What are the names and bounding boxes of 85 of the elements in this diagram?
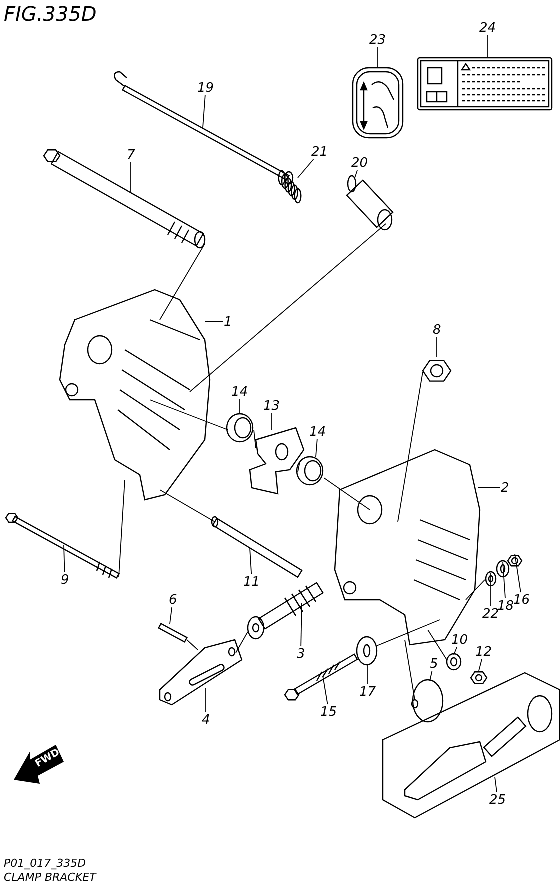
figure-title: FIG.335D — [4, 4, 97, 24]
assembly-line — [298, 462, 300, 472]
callout-number: 25 — [490, 794, 506, 806]
assembly-line — [404, 640, 416, 700]
clamp-bracket-drawing — [59, 289, 211, 501]
assembly-line — [150, 400, 228, 430]
leader-line — [64, 544, 66, 573]
hook-rod-drawing — [114, 71, 294, 185]
bushing-drawing — [226, 413, 254, 443]
assembly-line — [186, 640, 198, 650]
assembly-line — [466, 580, 486, 600]
callout-number: 3 — [297, 648, 306, 660]
rod-drawing — [211, 516, 303, 578]
assembly-line — [160, 244, 206, 320]
leader-line — [354, 170, 358, 178]
bushing-drawing — [296, 456, 324, 486]
callout-number: 23 — [370, 34, 386, 46]
assembly-line — [190, 224, 386, 392]
warning-sticker-drawing — [352, 67, 404, 139]
leader-line — [322, 676, 328, 705]
leader-line — [298, 159, 314, 178]
callout-number: 22 — [482, 608, 500, 620]
drawing-code: P01_017_335D — [4, 858, 86, 869]
callout-number: 7 — [127, 148, 136, 162]
callout-number: 6 — [169, 594, 178, 606]
callout-number: 1 — [224, 316, 232, 328]
callout-number: 14 — [310, 426, 326, 438]
leader-line — [202, 95, 206, 128]
callout-number: 21 — [312, 146, 328, 158]
callout-number: 24 — [480, 22, 496, 34]
callout-number: 14 — [232, 386, 248, 398]
assembly-line — [160, 490, 216, 522]
callout-number: 18 — [498, 600, 514, 612]
clamp-bracket-drawing — [334, 449, 481, 646]
adjuster-lever-drawing — [159, 639, 243, 706]
callout-number: 16 — [514, 594, 530, 606]
callout-number: 4 — [202, 714, 210, 726]
caution-label-drawing — [417, 57, 553, 111]
callout-number: 2 — [501, 482, 510, 494]
leader-line — [514, 554, 522, 593]
leader-line — [490, 572, 492, 607]
nut-drawing — [470, 672, 488, 684]
washer-drawing — [446, 653, 462, 671]
leader-line — [300, 602, 302, 647]
assembly-line — [324, 478, 370, 510]
spring-drawing — [278, 170, 302, 204]
leader-line — [502, 562, 506, 599]
leader-line — [250, 548, 252, 575]
assembly-line — [428, 630, 448, 660]
washer-drawing — [496, 560, 510, 578]
assembly-line — [118, 480, 126, 578]
assembly-line — [254, 430, 256, 448]
callout-number: 15 — [320, 706, 338, 718]
callout-number: 17 — [360, 686, 376, 698]
hex-nut-drawing — [422, 360, 452, 382]
plug-disc-drawing — [411, 679, 444, 723]
leader-line — [454, 647, 458, 656]
callout-number: 19 — [198, 82, 214, 94]
callout-number: 9 — [61, 574, 70, 586]
plate-drawing — [249, 427, 305, 495]
leader-line — [478, 659, 482, 672]
callout-number: 11 — [244, 576, 260, 588]
callout-number: 8 — [433, 324, 442, 336]
washer-drawing — [356, 636, 378, 666]
callout-number: 10 — [452, 634, 468, 646]
threaded-pin-drawing — [43, 150, 206, 249]
assembly-line — [376, 620, 440, 646]
pin-drawing — [158, 622, 188, 644]
leader-line — [130, 162, 132, 194]
leader-line — [170, 607, 173, 624]
callout-number: 12 — [476, 646, 492, 658]
washer-drawing — [485, 571, 497, 587]
leader-line — [316, 439, 318, 458]
leader-line — [430, 671, 433, 682]
assembly-line — [236, 632, 248, 654]
callout-number: 5 — [430, 658, 438, 670]
assembly-line — [398, 372, 424, 522]
figure-caption: CLAMP BRACKET — [4, 872, 96, 883]
leader-line — [436, 337, 438, 358]
adjuster-kit-drawing — [382, 672, 560, 819]
callout-number: 20 — [352, 156, 368, 170]
nut-drawing — [507, 555, 523, 567]
leader-line — [494, 776, 498, 793]
plunger-drawing — [346, 175, 394, 231]
callout-number: 13 — [264, 400, 280, 412]
